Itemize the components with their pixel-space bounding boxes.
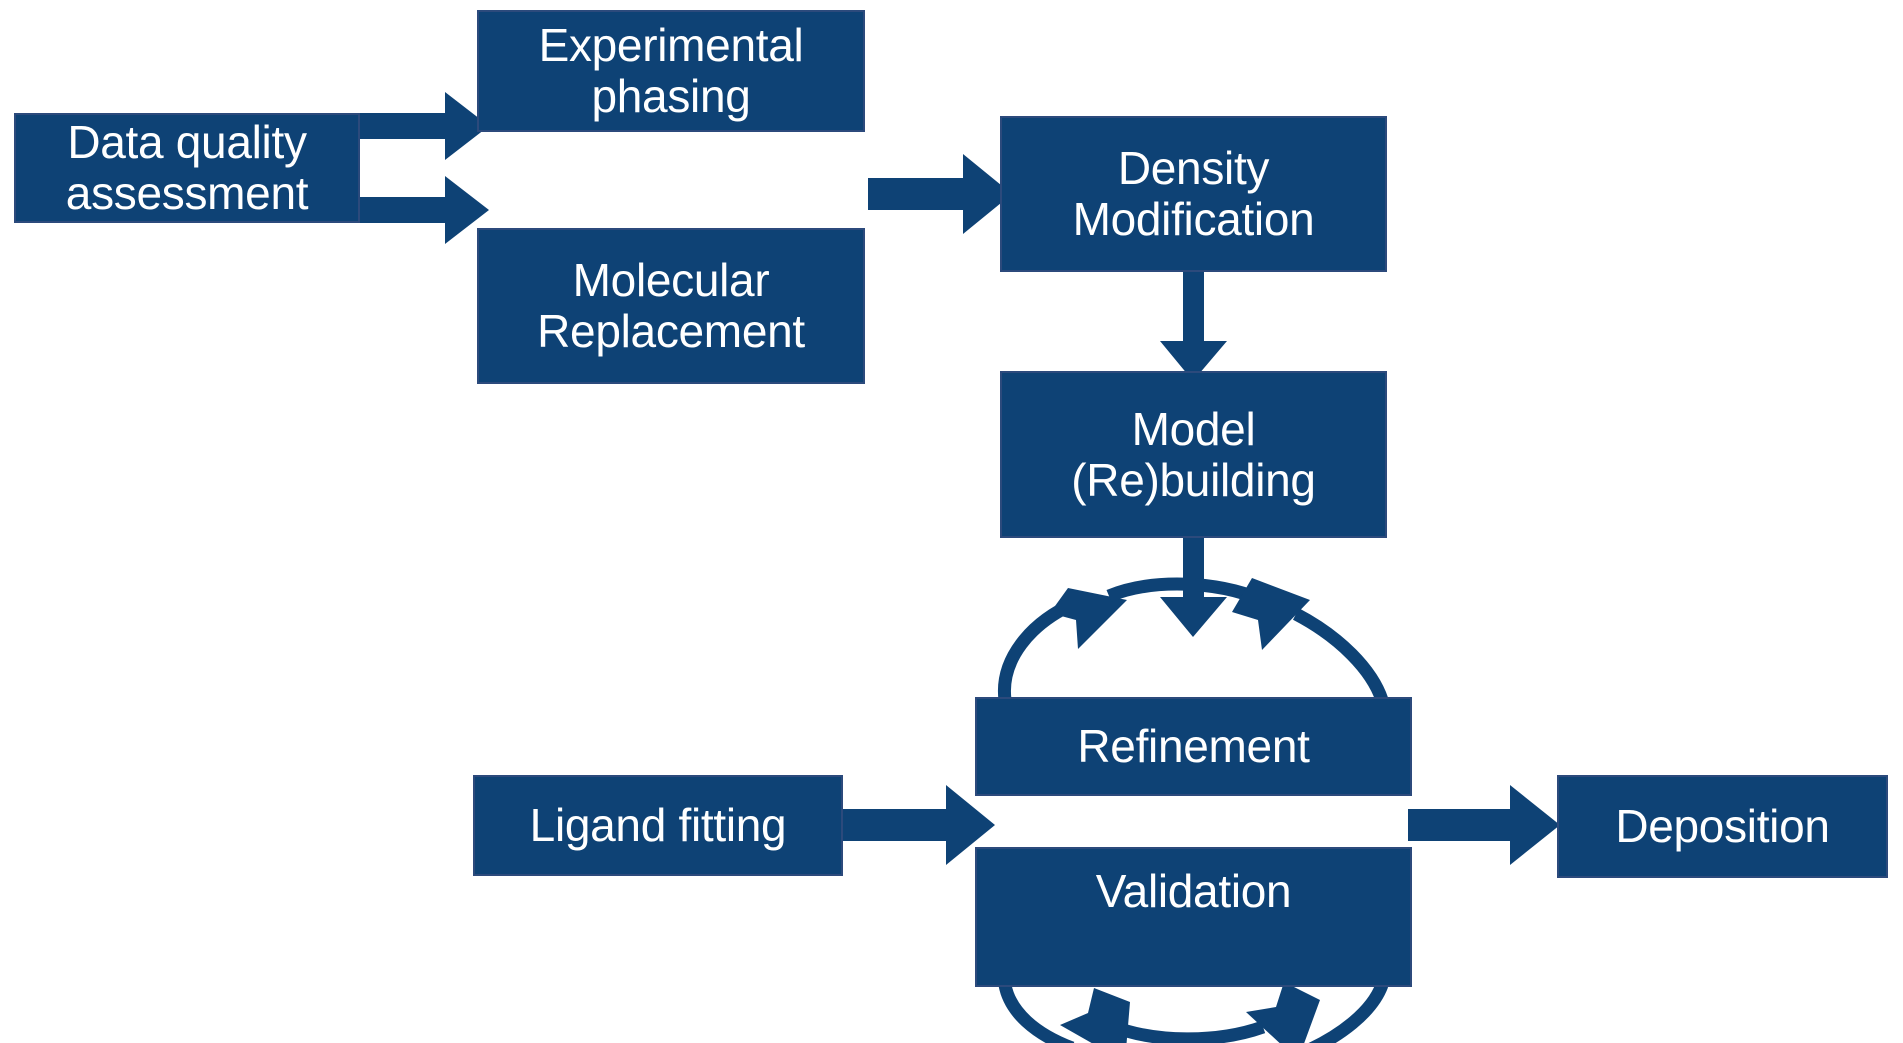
arrow-ligand-fitting-to-cycle — [843, 785, 995, 865]
arrow-density-modification-to-model — [1160, 272, 1227, 381]
node-ligand-fitting[interactable]: Ligand fitting — [473, 775, 843, 876]
node-deposition[interactable]: Deposition — [1557, 775, 1888, 878]
arrow-dq-to-molecular-replacement — [360, 176, 489, 244]
node-validation[interactable]: Validation — [975, 847, 1412, 987]
node-model-rebuilding[interactable]: Model (Re)building — [1000, 371, 1387, 538]
arrow-dq-to-experimental-phasing — [360, 92, 489, 160]
node-data-quality-assessment[interactable]: Data quality assessment — [14, 113, 360, 223]
arrow-model-to-cycle — [1160, 538, 1227, 637]
node-molecular-replacement[interactable]: Molecular Replacement — [477, 228, 865, 384]
node-refinement[interactable]: Refinement — [975, 697, 1412, 796]
arrow-cycle-to-deposition — [1408, 785, 1560, 865]
node-experimental-phasing[interactable]: Experimental phasing — [477, 10, 865, 132]
node-density-modification[interactable]: Density Modification — [1000, 116, 1387, 272]
arrow-phasing-to-density-modification — [868, 154, 1012, 234]
